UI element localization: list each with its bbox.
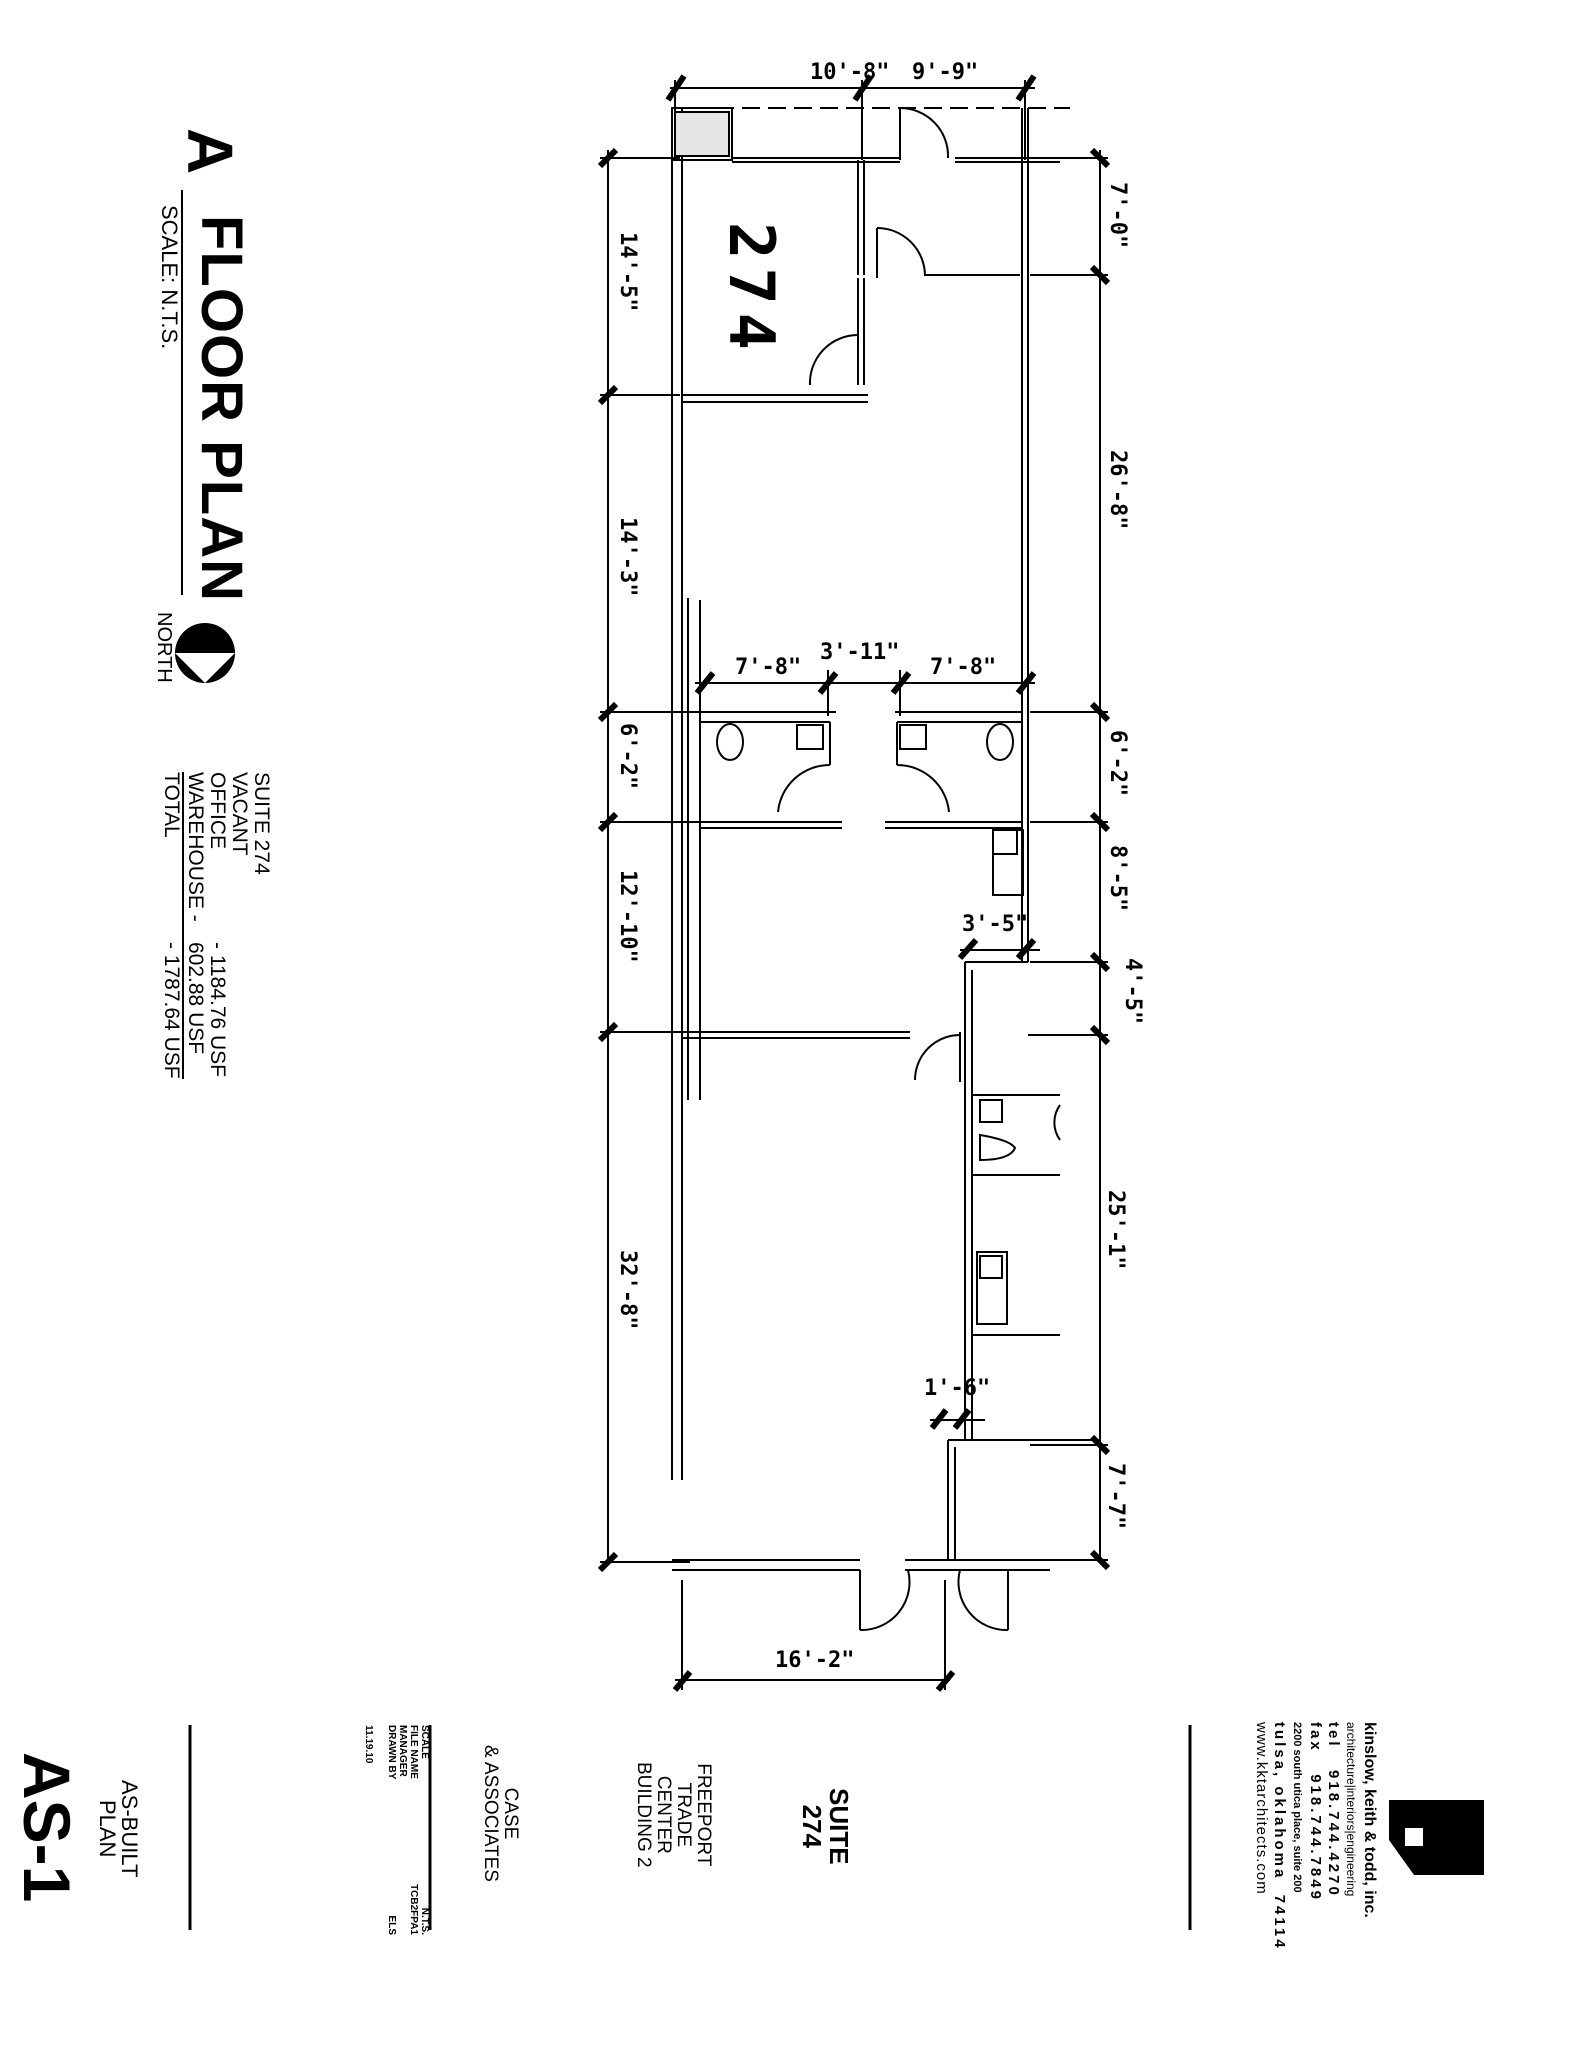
- dim-left-3: 6'-2": [615, 723, 640, 790]
- dim-top-1: 10'-8": [810, 60, 890, 85]
- dim-left-2: 14'-3": [615, 517, 640, 597]
- title-suite: SUITE 274: [797, 1788, 854, 1865]
- firm-disciplines: architecture|interiors|engineering: [1344, 1722, 1358, 1897]
- client-name: CASE & ASSOCIATES: [480, 1745, 521, 1882]
- dim-right-5: 4'-5": [1120, 958, 1145, 1025]
- drawing-date: 11.19.10: [363, 1725, 374, 1764]
- firm-fax: fax 918.744.7849: [1307, 1722, 1324, 1902]
- view-letter: A: [174, 128, 246, 175]
- firm-tel: tel 918.744.4270: [1325, 1722, 1342, 1898]
- scale-label: SCALE: N.T.S.: [157, 205, 182, 350]
- room-number: 274: [715, 222, 788, 358]
- view-title: FLOOR PLAN: [189, 215, 254, 602]
- area-row-office: OFFICE- 1184.76 USF: [206, 772, 229, 1078]
- dim-right-3: 6'-2": [1105, 730, 1130, 797]
- dim-right-7: 7'-7": [1103, 1463, 1128, 1530]
- area-status: VACANT: [228, 772, 251, 856]
- dim-right-2: 26'-8": [1105, 450, 1130, 530]
- dim-restroom-1: 7'-8": [735, 655, 802, 680]
- project-name: FREEPORT TRADE CENTER BUILDING 2: [633, 1762, 714, 1868]
- dim-left-1: 14'-5": [615, 232, 640, 312]
- area-row-warehouse: WAREHOUSE -602.88 USF: [184, 772, 207, 1055]
- dim-restroom-2: 3'-11": [820, 640, 900, 665]
- sheet-title: AS-BUILT PLAN: [95, 1780, 142, 1878]
- north-label: NORTH: [153, 612, 175, 683]
- firm-logo-icon: [1389, 1800, 1484, 1875]
- dim-left-4: 12'-10": [615, 870, 640, 963]
- firm-city: tulsa, oklahoma 74114: [1271, 1722, 1288, 1951]
- dim-bottom-1: 16'-2": [775, 1648, 855, 1673]
- firm-address: 2200 south utica place, suite 200: [1291, 1722, 1303, 1893]
- dim-restroom-3: 7'-8": [930, 655, 997, 680]
- sheet-number: AS-1: [10, 1752, 84, 1903]
- firm-name: kinslow, keith & todd, inc.: [1361, 1722, 1378, 1918]
- dim-interior-2: 1'-6": [924, 1376, 991, 1401]
- dim-left-5: 32'-8": [615, 1250, 640, 1330]
- firm-website: www.kktarchitects.com: [1253, 1722, 1270, 1895]
- dim-top-2: 9'-9": [912, 60, 979, 85]
- area-summary: SUITE 274 VACANT OFFICE- 1184.76 USF WAR…: [160, 772, 273, 1079]
- dim-right-1: 7'-0": [1105, 182, 1130, 249]
- dim-interior-1: 3'-5": [962, 912, 1029, 937]
- dim-right-4: 8'-5": [1105, 845, 1130, 912]
- firm-info: kinslow, keith & todd, inc. architecture…: [1252, 1722, 1378, 1951]
- area-suite: SUITE 274: [250, 772, 273, 875]
- dim-right-6: 25'-1": [1103, 1190, 1128, 1270]
- area-row-total: TOTAL- 1787.64 USF: [160, 772, 184, 1079]
